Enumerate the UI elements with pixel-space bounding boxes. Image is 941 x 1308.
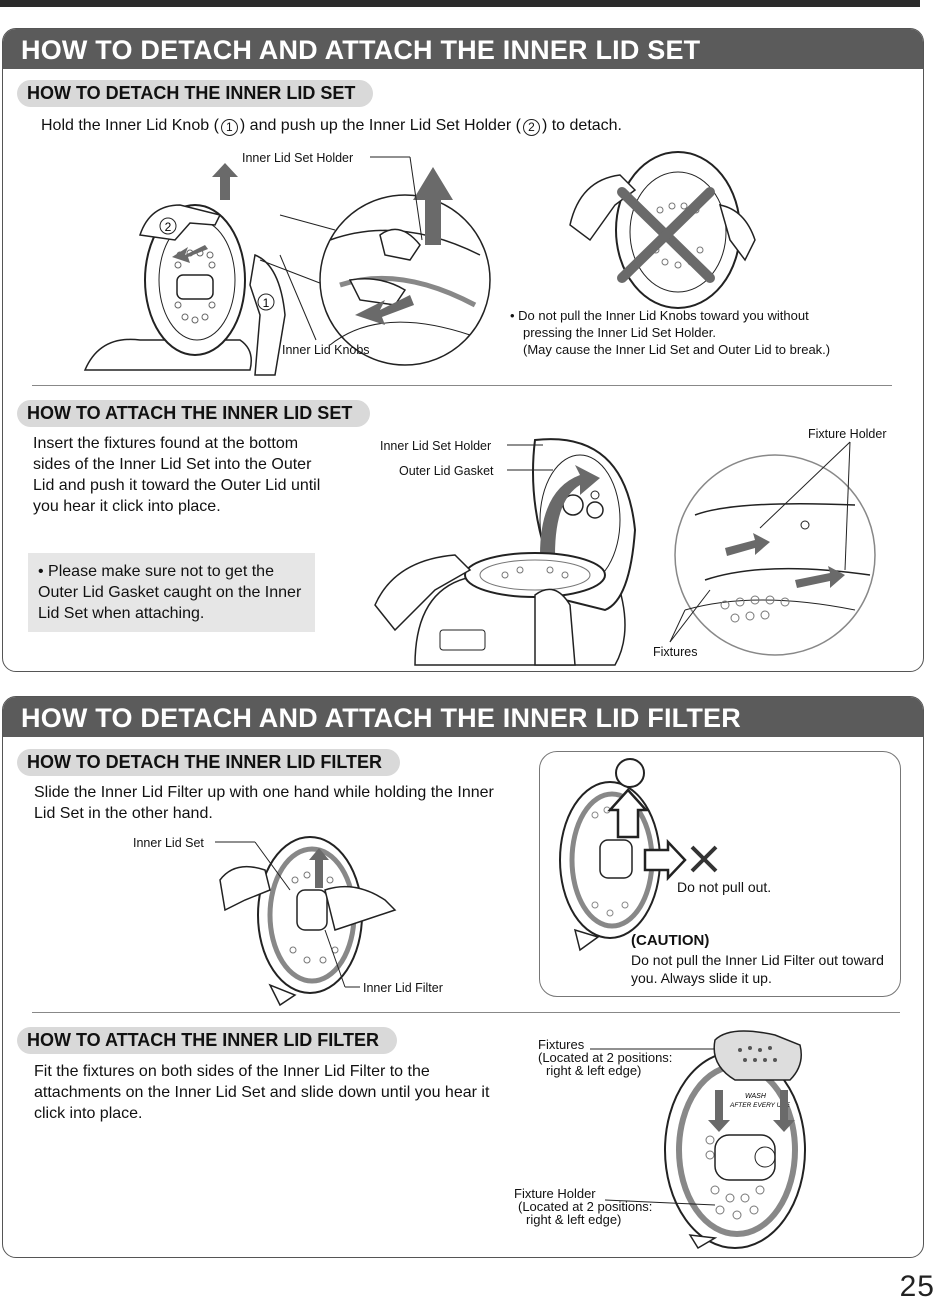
warning-text: • Do not pull the Inner Lid Knobs toward… — [510, 308, 831, 357]
svg-text:1: 1 — [263, 296, 270, 310]
detach-filter-illustration — [215, 836, 397, 1007]
top-rule — [0, 0, 920, 7]
label-inner-lid-set-holder: Inner Lid Set Holder — [242, 151, 354, 165]
svg-text:2: 2 — [165, 220, 172, 234]
filter-print-after-every-use: AFTER EVERY USE — [729, 1102, 791, 1109]
attach-filter-instruction: Fit the fixtures on both sides of the In… — [34, 1063, 490, 1122]
label-inner-lid-knobs: Inner Lid Knobs — [282, 343, 370, 357]
divider — [32, 1012, 900, 1013]
marker-1: 1 — [220, 119, 238, 136]
detach-lid-set-illustration: 2 1 — [83, 156, 491, 376]
attach-lid-set-heading: HOW TO ATTACH THE INNER LID SET — [17, 400, 371, 427]
section-title: HOW TO DETACH AND ATTACH THE INNER LID S… — [3, 29, 923, 69]
label-inner-lid-filter: Inner Lid Filter — [363, 981, 443, 995]
do-not-pull-label: Do not pull out. — [677, 879, 772, 895]
label-filter-fixtures: Fixtures (Located at 2 positions: right … — [538, 1037, 673, 1078]
attach-lid-set-illustration — [374, 438, 876, 666]
caution-illustration — [559, 758, 718, 952]
detach-lid-set-heading: HOW TO DETACH THE INNER LID SET — [17, 80, 374, 107]
caution-text: Do not pull the Inner Lid Filter out tow… — [631, 952, 884, 986]
detach-filter-instruction: Slide the Inner Lid Filter up with one h… — [34, 784, 494, 822]
attach-filter-heading: HOW TO ATTACH THE INNER LID FILTER — [17, 1027, 397, 1054]
label-fixture-holder: Fixture Holder — [808, 427, 887, 441]
wrong-way-illustration — [569, 151, 756, 309]
page-number: 25 — [899, 1270, 935, 1303]
label-filter-fixture-holder: Fixture Holder (Located at 2 positions: … — [514, 1186, 653, 1227]
filter-print-wash: WASH — [745, 1093, 767, 1100]
detach-lid-set-instruction: Hold the Inner Lid Knob (1) and push up … — [41, 117, 622, 136]
divider — [32, 385, 892, 386]
label-inner-lid-set-holder-attach: Inner Lid Set Holder — [380, 439, 492, 453]
label-fixtures: Fixtures — [653, 645, 698, 659]
attach-lid-set-note: • Please make sure not to get the Outer … — [28, 553, 315, 632]
detach-filter-heading: HOW TO DETACH THE INNER LID FILTER — [17, 749, 400, 776]
caution-title: (CAUTION) — [631, 932, 710, 949]
label-inner-lid-set: Inner Lid Set — [133, 836, 204, 850]
marker-2: 2 — [522, 119, 540, 136]
section-title: HOW TO DETACH AND ATTACH THE INNER LID F… — [3, 697, 923, 737]
attach-lid-set-instruction: Insert the fixtures found at the bottom … — [33, 435, 321, 515]
attach-filter-illustration: WASH AFTER EVERY USE — [590, 1030, 806, 1250]
label-outer-lid-gasket: Outer Lid Gasket — [399, 464, 494, 478]
